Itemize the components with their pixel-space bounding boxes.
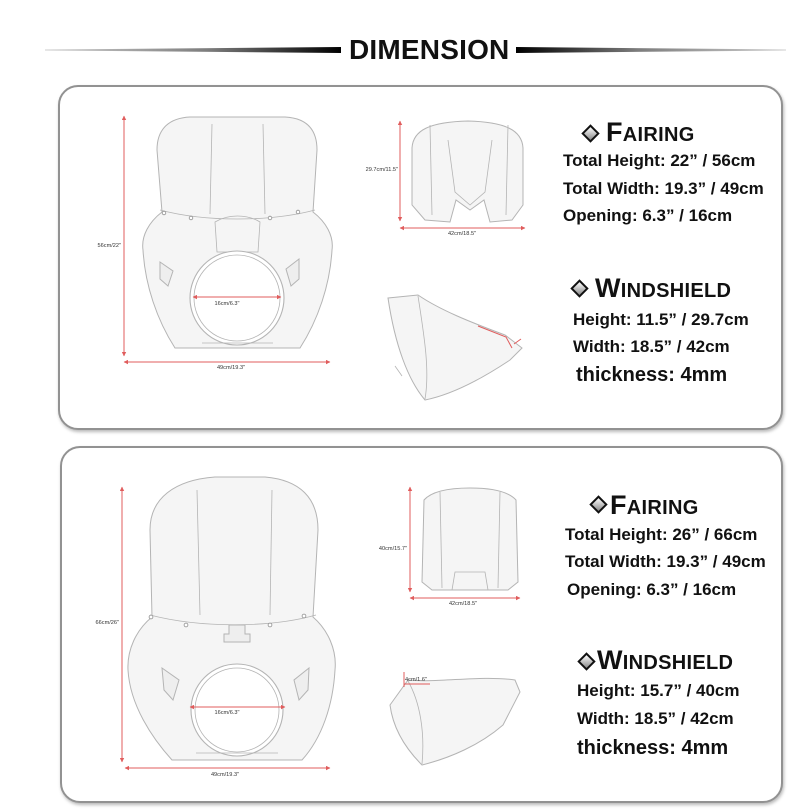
windshield-side-mark xyxy=(394,365,403,377)
mount-hole xyxy=(267,622,273,628)
vent-right xyxy=(285,257,300,287)
fairing-section-title: FAIRING xyxy=(606,117,695,147)
height-dimension-label: 40cm/15.7" xyxy=(379,546,407,552)
windshield-side-edge xyxy=(417,295,428,400)
vent-right xyxy=(293,666,310,702)
windshield-width: Width: 18.5” / 42cm xyxy=(577,709,734,728)
width-dimension-label: 42cm/18.5" xyxy=(449,601,477,607)
dimension-panel-2 xyxy=(60,446,783,803)
windshield-crease-left xyxy=(196,489,201,616)
header-rule-left xyxy=(45,47,341,53)
fairing-total-width: Total Width: 19.3” / 49cm xyxy=(565,552,766,571)
windshield-crease-left xyxy=(209,123,213,215)
fairing-total-height: Total Height: 26” / 66cm xyxy=(565,525,758,544)
windshield-center-notch xyxy=(451,571,489,591)
header-rule-right xyxy=(516,47,786,53)
windshield-crease-right xyxy=(262,123,266,215)
mount-hole xyxy=(301,613,307,619)
mount-hole xyxy=(183,622,189,628)
vent-left xyxy=(161,666,180,701)
mount-hole xyxy=(267,215,273,221)
height-dimension-label: 56cm/22" xyxy=(98,243,121,249)
fairing-opening: Opening: 6.3” / 16cm xyxy=(563,206,733,225)
dimension-panel-1 xyxy=(58,85,783,430)
mount-hole xyxy=(188,215,194,221)
opening-dimension-label: 16cm/6.3" xyxy=(215,301,240,307)
windshield-front-dimensions-1: 29.7cm/11.5" 42cm/18.5" xyxy=(366,120,526,237)
windshield-side-edge xyxy=(407,680,424,765)
windshield-crease-left xyxy=(429,124,433,216)
center-clip xyxy=(223,624,251,643)
windshield-height: Height: 11.5” / 29.7cm xyxy=(573,310,749,329)
windshield-front-dimensions-2: 40cm/15.7" 42cm/18.5" xyxy=(379,486,521,607)
fairing-total-width: Total Width: 19.3” / 49cm xyxy=(563,179,764,198)
windshield-crease-right xyxy=(269,489,273,616)
windshield-center-v xyxy=(447,139,493,206)
headlight-opening xyxy=(190,663,284,757)
windshield-thickness: thickness: 4mm xyxy=(576,364,728,386)
windshield-side-drawing-1 xyxy=(387,294,523,401)
windshield-thickness: thickness: 4mm xyxy=(577,737,729,759)
width-dimension-label: 49cm/19.3" xyxy=(211,772,239,778)
fairing-opening: Opening: 6.3” / 16cm xyxy=(567,580,737,599)
windshield-side-outline xyxy=(389,677,521,766)
width-dimension-label: 49cm/19.3" xyxy=(217,365,245,371)
mount-hole xyxy=(295,209,301,215)
windshield-crease-left xyxy=(439,491,443,589)
center-notch xyxy=(214,215,261,253)
headlight-rim xyxy=(194,667,280,753)
width-dimension-label: 42cm/18.5" xyxy=(448,231,476,237)
headlight-opening xyxy=(189,250,285,346)
fairing-total-height: Total Height: 22” / 56cm xyxy=(563,151,756,170)
mount-hole xyxy=(161,210,167,216)
fairing-drawing-2 xyxy=(127,476,336,761)
windshield-section-title: WINDSHIELD xyxy=(595,273,732,303)
windshield-side-drawing-2: 4cm/1.6" xyxy=(389,672,521,766)
height-dimension-label: 66cm/26" xyxy=(96,620,119,626)
windshield-outline xyxy=(411,120,524,223)
height-dimension-label: 29.7cm/11.5" xyxy=(366,167,398,173)
vent-left xyxy=(159,261,174,287)
windshield-width: Width: 18.5” / 42cm xyxy=(573,337,730,356)
fairing-drawing-1 xyxy=(142,116,333,349)
windshield-side-outline xyxy=(387,294,523,401)
fairing-dimensions-2: 66cm/26" 49cm/19.3" 16cm/6.3" xyxy=(96,486,331,778)
side-dimension-tick xyxy=(513,338,522,345)
windshield-front-drawing-1 xyxy=(411,120,524,223)
windshield-height: Height: 15.7” / 40cm xyxy=(577,681,740,700)
windshield-crease-right xyxy=(497,491,501,589)
side-dimension-mark xyxy=(477,325,513,349)
side-dimension-label: 4cm/1.6" xyxy=(405,677,427,683)
opening-dimension-label: 16cm/6.3" xyxy=(215,710,240,716)
mount-hole xyxy=(148,614,154,620)
fairing-outline xyxy=(127,476,336,761)
windshield-outline xyxy=(421,487,519,591)
windshield-crease-right xyxy=(505,124,509,216)
fairing-section-title: FAIRING xyxy=(610,490,699,520)
page-title: DIMENSION xyxy=(349,34,510,65)
windshield-front-drawing-2 xyxy=(421,487,519,591)
fairing-dimensions-1: 56cm/22" 49cm/19.3" 16cm/6.3" xyxy=(98,115,331,371)
windshield-section-title: WINDSHIELD xyxy=(597,645,734,675)
